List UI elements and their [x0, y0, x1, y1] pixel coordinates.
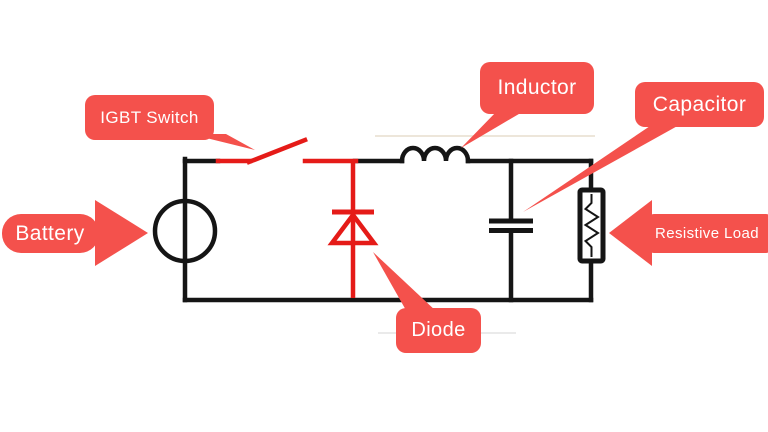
resistive-load-arrow-body — [648, 214, 768, 253]
capacitor-icon — [489, 218, 533, 233]
label-resistive-load: Resistive Load — [655, 225, 759, 242]
capacitor-callout-tail — [523, 124, 681, 212]
resistor-icon — [577, 187, 606, 264]
resistive-load-arrow-head — [609, 200, 652, 266]
callout-tails — [190, 111, 681, 312]
igbt-switch-icon — [215, 137, 359, 165]
diode-icon — [327, 161, 379, 298]
battery-arrow-body — [2, 214, 99, 253]
label-igbt-switch: IGBT Switch — [85, 95, 214, 140]
circuit-wires — [182, 145, 594, 303]
label-inductor: Inductor — [480, 62, 594, 114]
diode-triangle — [327, 211, 379, 246]
battery-arrow — [2, 200, 148, 266]
resistive-load-arrow — [609, 200, 768, 266]
switch-blade — [246, 137, 308, 165]
battery-arrow-head — [95, 200, 148, 266]
label-battery: Battery — [15, 221, 85, 245]
resistor-zigzag — [583, 194, 600, 257]
inductor-callout-tail — [461, 111, 524, 148]
label-capacitor: Capacitor — [635, 82, 764, 127]
label-diode: Diode — [396, 308, 481, 353]
diode-callout-tail — [373, 252, 437, 312]
inductor-coil-icon — [399, 145, 471, 164]
